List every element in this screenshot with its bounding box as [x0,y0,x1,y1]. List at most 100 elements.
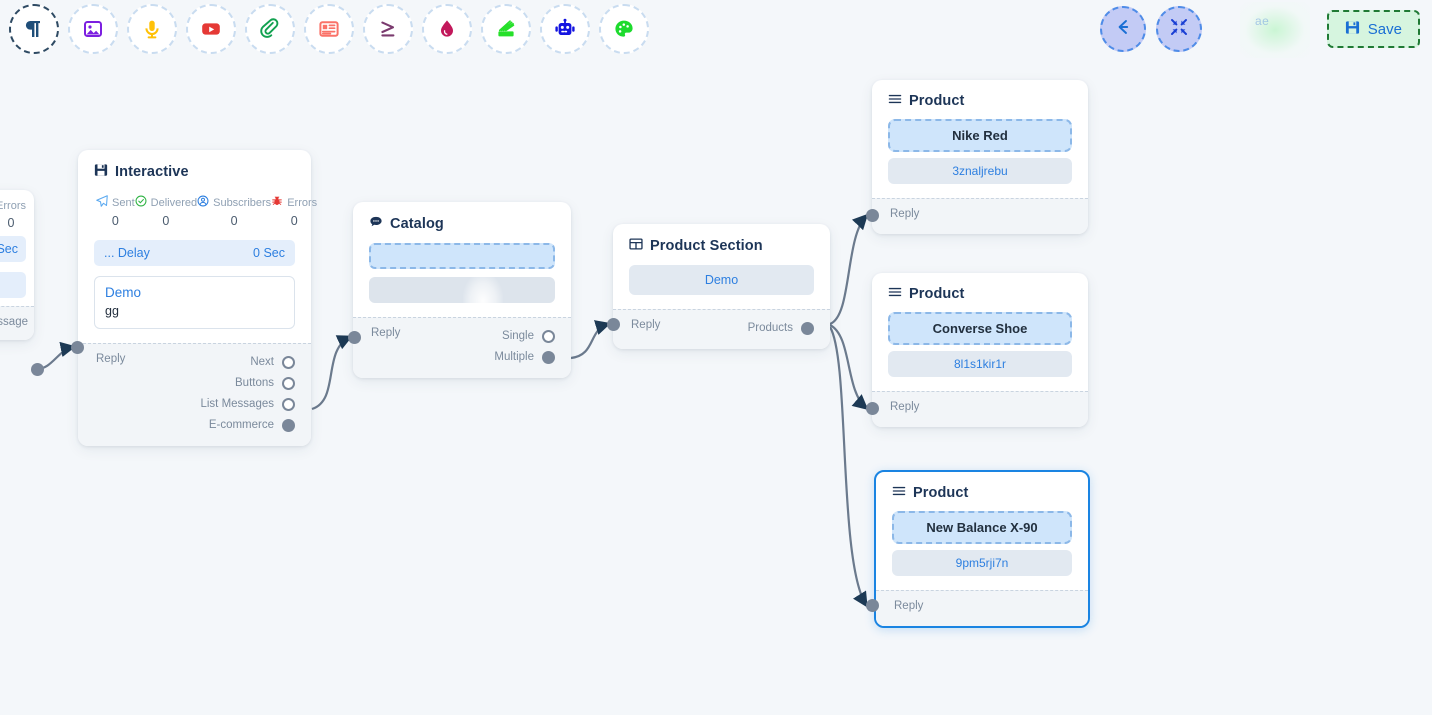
product-1-port-in-dot[interactable] [866,209,879,222]
node-product-3-header: Product [876,472,1088,511]
stack-icon [495,18,517,40]
edge-products-to-product-2 [829,324,869,411]
paperclip-icon-button[interactable] [245,4,295,54]
catalog-port-single-dot[interactable] [542,329,555,343]
product-section-port-products-dot[interactable] [801,321,814,335]
node-interactive-header: Interactive [78,150,311,191]
interactive-message-text: gg [105,304,119,318]
node-clipped-partial[interactable]: Errors 0 Sec essage [0,190,34,340]
catalog-port-single[interactable]: Single [369,326,555,346]
newspaper-icon-button[interactable] [304,4,354,54]
interactive-port-ecommerce-dot[interactable] [282,418,295,432]
catalog-port-multiple[interactable]: Multiple [369,347,555,367]
robot-icon-button[interactable] [540,4,590,54]
product-3-port-in-dot[interactable] [866,599,879,612]
node-product-section[interactable]: Product Section Demo Reply Products [613,224,830,349]
product-1-port-in-label: Reply [890,208,920,220]
interactive-port-next[interactable]: Next [94,352,295,372]
interactive-port-ecommerce[interactable]: E-commerce [94,415,295,435]
list-lines-icon [892,485,906,501]
product-section-port-products[interactable]: Products [629,318,814,338]
interactive-delay-label: ... Delay [104,246,150,260]
product-1-id[interactable]: 3znaljrebu [888,158,1072,184]
interactive-port-list-messages[interactable]: List Messages [94,394,295,414]
catalog-skeleton-primary [369,243,555,269]
back-button[interactable] [1100,6,1146,52]
fit-view-button[interactable] [1156,6,1202,52]
droplet-icon-button[interactable] [422,4,472,54]
check-circle-icon [135,195,147,210]
product-2-port-in-dot[interactable] [866,402,879,415]
node-catalog-header: Catalog [353,202,571,243]
interactive-footer: Reply Next Buttons List Messages E-comme… [78,343,311,446]
node-product-section-header: Product Section [613,224,830,265]
image-icon-button[interactable] [68,4,118,54]
interactive-port-next-label: Next [250,356,274,368]
paragraph-icon [23,18,45,40]
product-3-port-in-label: Reply [894,600,924,612]
catalog-port-multiple-dot[interactable] [542,350,555,364]
node-catalog[interactable]: Catalog Reply Single Multiple [353,202,571,378]
greater-equal-icon [377,18,399,40]
obscured-label: ae [1255,14,1270,28]
clipped-delay-value: Sec [0,242,18,256]
node-product-section-title: Product Section [650,238,763,254]
node-product-2[interactable]: Product Converse Shoe 8l1s1kir1r Reply [872,273,1088,427]
interactive-message-card[interactable]: Demo gg [94,276,295,329]
interactive-delay-row[interactable]: ... Delay 0 Sec [94,240,295,266]
clipped-stat-value: 0 [7,216,15,230]
node-catalog-title: Catalog [390,216,444,232]
arrow-left-icon [1113,17,1133,42]
stat-subscribers-value: 0 [230,214,238,228]
clipped-port-out-dot[interactable] [31,363,44,376]
stack-icon-button[interactable] [481,4,531,54]
catalog-port-in-dot[interactable] [348,331,361,344]
microphone-icon-button[interactable] [127,4,177,54]
toolbar-right-group [1100,0,1432,58]
newspaper-icon [318,18,340,40]
stat-delivered-label: Delivered [150,196,198,209]
node-product-1-header: Product [872,80,1088,119]
edge-products-to-product-1 [829,213,869,326]
clipped-stat-label: Errors [0,200,26,212]
product-2-name[interactable]: Converse Shoe [888,312,1072,345]
greater-equal-icon-button[interactable] [363,4,413,54]
product-3-id[interactable]: 9pm5rji7n [892,550,1072,576]
list-lines-icon [888,93,902,109]
droplet-icon [436,18,458,40]
microphone-icon [141,18,163,40]
bug-icon [271,195,283,210]
product-section-item[interactable]: Demo [629,265,814,295]
interactive-port-in-dot[interactable] [71,341,84,354]
product-section-port-in-label: Reply [631,319,661,331]
node-interactive[interactable]: Interactive Sent 0 [78,150,317,446]
stat-sent: Sent 0 [96,195,135,228]
node-product-3-title: Product [913,485,969,501]
node-product-3[interactable]: Product New Balance X-90 9pm5rji7n Reply [874,470,1090,628]
product-2-port-in-label: Reply [890,401,920,413]
product-2-id[interactable]: 8l1s1kir1r [888,351,1072,377]
clipped-port-out-label: essage [0,316,28,328]
product-section-port-in-dot[interactable] [607,318,620,331]
stat-delivered-value: 0 [162,214,170,228]
save-button[interactable]: Save [1326,10,1420,48]
product-2-footer: Reply [872,391,1088,427]
catalog-port-multiple-label: Multiple [494,351,534,363]
save-button-label: Save [1367,20,1402,38]
interactive-port-buttons[interactable]: Buttons [94,373,295,393]
node-product-1[interactable]: Product Nike Red 3znaljrebu Reply [872,80,1088,234]
youtube-icon-button[interactable] [186,4,236,54]
palette-icon-button[interactable] [599,4,649,54]
interactive-port-ecommerce-label: E-commerce [208,419,274,431]
product-section-port-products-label: Products [747,322,793,334]
node-product-2-header: Product [872,273,1088,312]
interactive-port-buttons-dot[interactable] [282,376,295,390]
interactive-port-next-dot[interactable] [282,355,295,369]
product-3-name[interactable]: New Balance X-90 [892,511,1072,544]
node-product-1-title: Product [909,93,965,109]
product-1-name[interactable]: Nike Red [888,119,1072,152]
save-disk-icon [1345,20,1360,39]
paragraph-icon-button[interactable] [9,4,59,54]
interactive-port-list-messages-dot[interactable] [282,397,295,411]
